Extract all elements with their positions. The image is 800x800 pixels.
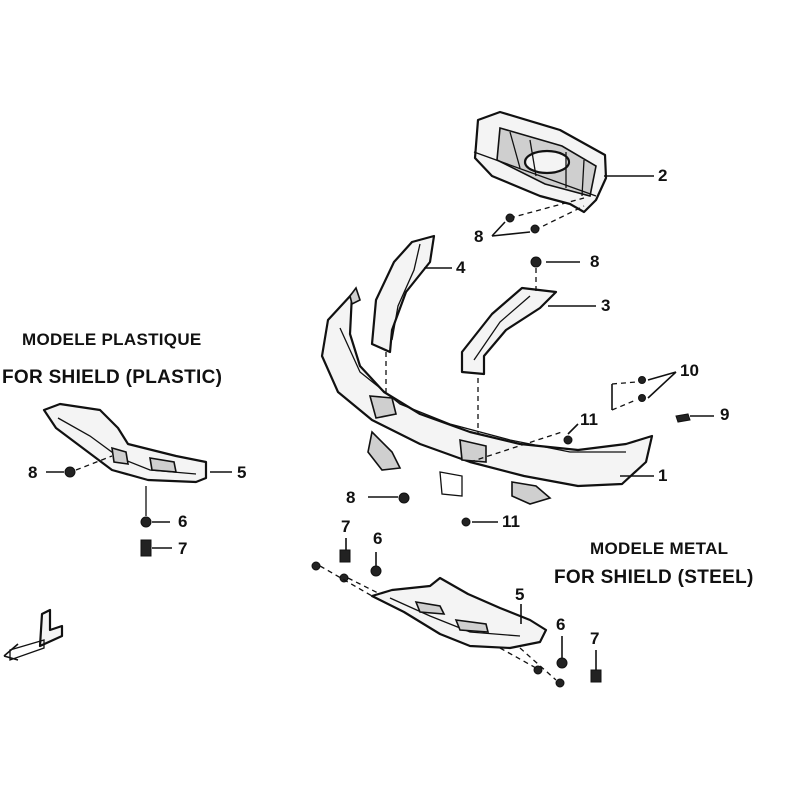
- nut-lower: [461, 517, 471, 527]
- callout-8-plastic-shield-screw: 8: [28, 463, 38, 482]
- callout-9-clip: 9: [720, 405, 730, 424]
- callout-6-steel-washer-right: 6: [556, 615, 566, 634]
- callout-7-steel-bolt-left: 7: [341, 517, 351, 536]
- callout-5-steel-shield: 5: [515, 585, 525, 604]
- left-guard-part: [370, 234, 436, 354]
- callout-5-plastic-shield: 5: [237, 463, 247, 482]
- callout-3-right-guard: 3: [601, 296, 611, 315]
- callout-6-plastic-washer: 6: [178, 512, 188, 531]
- bolt-steel-left-b: [311, 561, 321, 571]
- callout-6-steel-washer-left: 6: [373, 529, 383, 548]
- bolt-plastic: [140, 539, 152, 557]
- screw-guard: [530, 256, 542, 268]
- callout-8-grille-screws: 8: [474, 227, 484, 246]
- bolt-steel-right: [590, 669, 602, 683]
- callout-4-left-guard: 4: [456, 258, 466, 277]
- nut-pair-a: [638, 376, 646, 384]
- callout-1-bumper: 1: [658, 466, 668, 485]
- screw-plastic-shield: [64, 466, 76, 478]
- callout-8-guard-screw: 8: [590, 252, 600, 271]
- callout-8-bumper-screw: 8: [346, 488, 356, 507]
- front-direction-arrow-icon: [3, 608, 64, 661]
- clip: [675, 413, 691, 423]
- callout-7-plastic-bolt: 7: [178, 539, 188, 558]
- nut-upper: [563, 435, 573, 445]
- screw-grille-a: [505, 213, 515, 223]
- bolt-steel-right-b: [555, 678, 565, 688]
- caption-plastic-en: FOR SHIELD (PLASTIC): [2, 367, 223, 388]
- caption-plastic-fr: MODELE PLASTIQUE: [22, 330, 202, 349]
- plastic-shield-part: [42, 402, 208, 484]
- callout-11-lower-nut: 11: [502, 512, 520, 531]
- bumper-part: [320, 286, 654, 505]
- caption-metal-en: FOR SHIELD (STEEL): [554, 567, 754, 588]
- washer-steel-left: [370, 565, 382, 577]
- right-guard-part: [460, 286, 558, 376]
- screw-grille-b: [530, 224, 540, 234]
- steel-shield-part: [370, 576, 548, 650]
- callout-11-upper-nut: 11: [580, 410, 598, 429]
- callout-7-steel-bolt-right: 7: [590, 629, 600, 648]
- washer-steel-right: [556, 657, 568, 669]
- nut-pair-b: [638, 394, 646, 402]
- screw-bumper: [398, 492, 410, 504]
- bolt-steel-left: [339, 549, 351, 563]
- grille-part: [473, 110, 608, 214]
- washer-plastic: [140, 516, 152, 528]
- caption-metal-fr: MODELE METAL: [590, 539, 729, 558]
- callout-2-grille: 2: [658, 166, 668, 185]
- washer-steel-right-b: [533, 665, 543, 675]
- callout-10-nuts: 10: [680, 361, 699, 380]
